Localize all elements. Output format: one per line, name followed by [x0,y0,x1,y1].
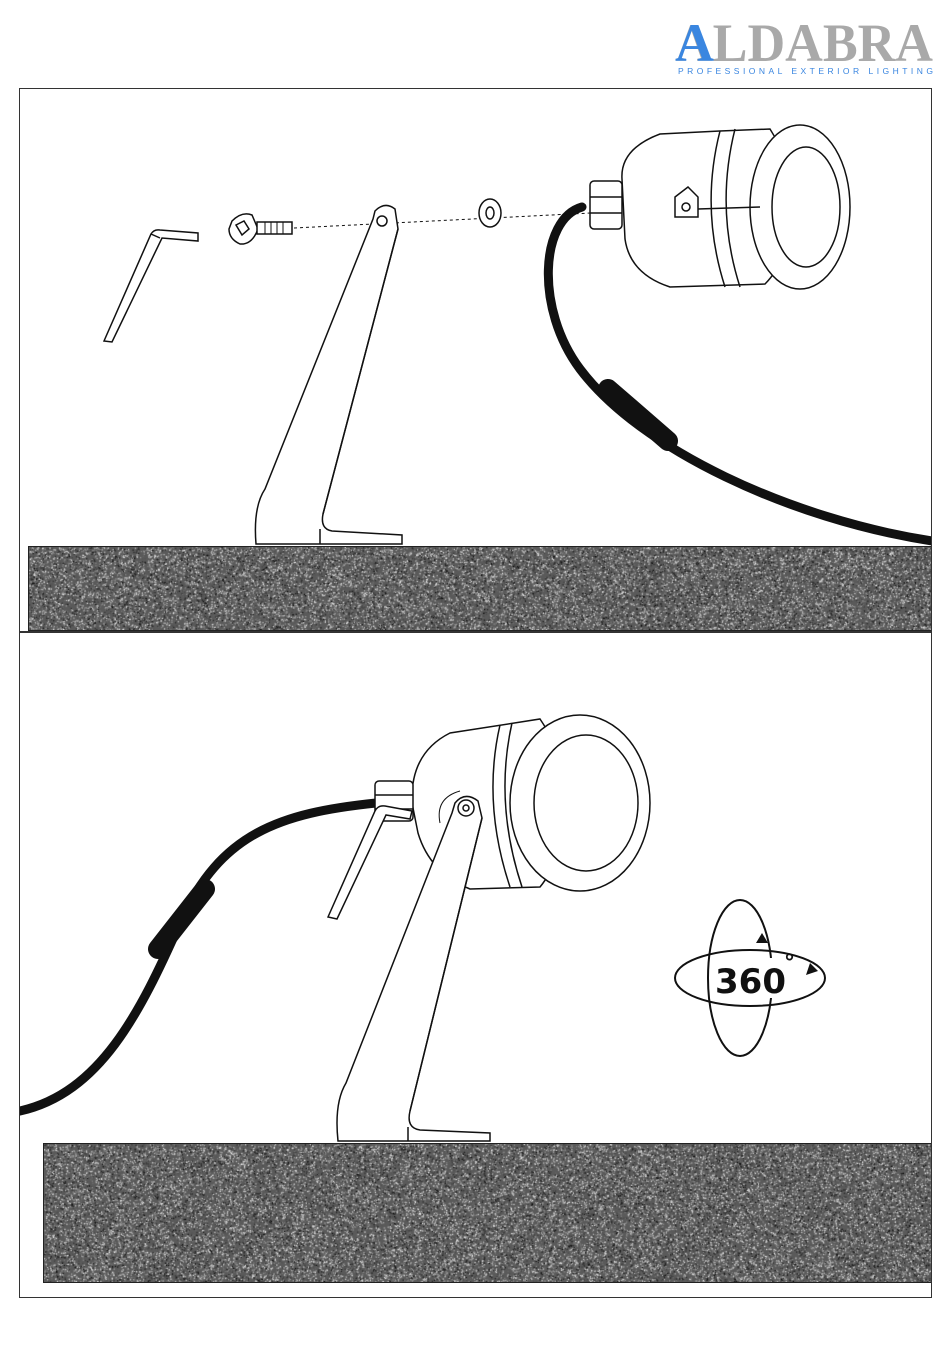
lens-inner [772,147,840,267]
screw-icon [229,214,292,244]
step-adjust-panel: 360 ° [19,632,932,1298]
step-mount-panel [19,88,932,632]
spotlight [590,125,850,289]
spotlight [375,715,650,891]
hex-key-icon [104,230,198,342]
mounting-bracket [255,205,402,544]
ground-texture [29,547,931,630]
cable-joint [608,389,668,441]
rotation-unit: ° [784,951,795,976]
rotation-label: 360 [715,962,786,1002]
power-cable [20,803,376,1111]
brand-logo: ALDABRA A PROFESSIONAL EXTERIOR LIGHTING [670,8,940,78]
cable-joint [158,889,205,949]
ground-surface [43,1143,932,1283]
logo-initial: A [675,13,714,73]
logo-tagline: PROFESSIONAL EXTERIOR LIGHTING [678,66,933,76]
washer-icon [479,199,501,227]
ground-surface [28,546,932,631]
ground-texture [44,1144,932,1282]
hex-key-icon [328,806,412,919]
lens-inner [534,735,638,871]
